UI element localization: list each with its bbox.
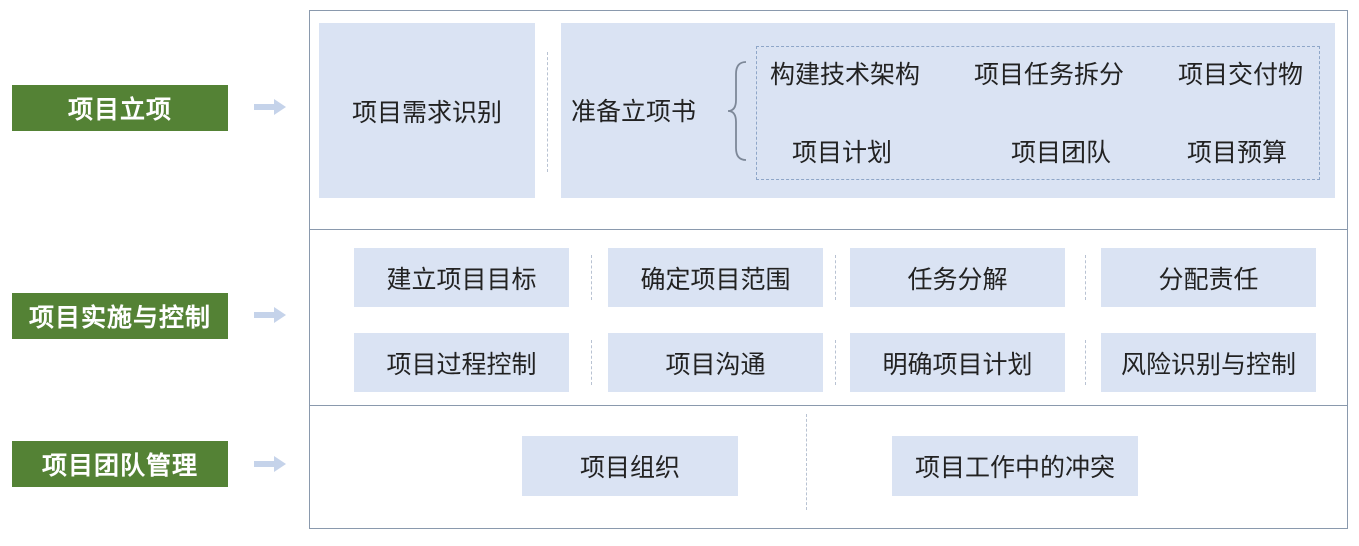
deliverable-item: 构建技术架构 xyxy=(770,60,921,89)
dashed-separator xyxy=(835,255,836,300)
deliverable-item: 项目任务拆分 xyxy=(974,60,1125,89)
arrow-right-icon xyxy=(254,99,286,115)
dashed-separator xyxy=(547,52,548,172)
arrow-right-icon xyxy=(254,307,286,323)
execution-item: 明确项目计划 xyxy=(850,333,1065,392)
execution-item: 建立项目目标 xyxy=(354,248,569,307)
box-prepare-label: 准备立项书 xyxy=(571,97,697,126)
section-divider xyxy=(309,405,1348,406)
section-label-initiation: 项目立项 xyxy=(12,85,228,131)
execution-item: 项目过程控制 xyxy=(354,333,569,392)
deliverables-group xyxy=(756,46,1320,180)
deliverable-item: 项目计划 xyxy=(792,138,893,167)
section-divider xyxy=(309,229,1348,230)
box-requirement: 项目需求识别 xyxy=(319,23,535,198)
deliverable-item: 项目交付物 xyxy=(1178,60,1304,89)
deliverable-item: 项目预算 xyxy=(1187,138,1288,167)
dashed-separator xyxy=(1085,255,1086,300)
section-label-team: 项目团队管理 xyxy=(12,441,228,487)
diagram-frame xyxy=(309,10,1348,529)
arrow-right-icon xyxy=(254,456,286,472)
dashed-separator xyxy=(806,414,807,510)
execution-item: 分配责任 xyxy=(1101,248,1316,307)
deliverable-item: 项目团队 xyxy=(1011,138,1112,167)
brace-icon xyxy=(727,61,747,161)
execution-item: 确定项目范围 xyxy=(608,248,823,307)
dashed-separator xyxy=(1085,340,1086,385)
box-prepare-container xyxy=(561,23,1335,198)
execution-item: 项目沟通 xyxy=(608,333,823,392)
section-label-execution: 项目实施与控制 xyxy=(12,293,228,339)
dashed-separator xyxy=(591,340,592,385)
dashed-separator xyxy=(835,340,836,385)
execution-item: 风险识别与控制 xyxy=(1101,333,1316,392)
execution-item: 任务分解 xyxy=(850,248,1065,307)
dashed-separator xyxy=(591,255,592,300)
team-item: 项目组织 xyxy=(522,436,738,496)
team-item: 项目工作中的冲突 xyxy=(892,436,1138,496)
